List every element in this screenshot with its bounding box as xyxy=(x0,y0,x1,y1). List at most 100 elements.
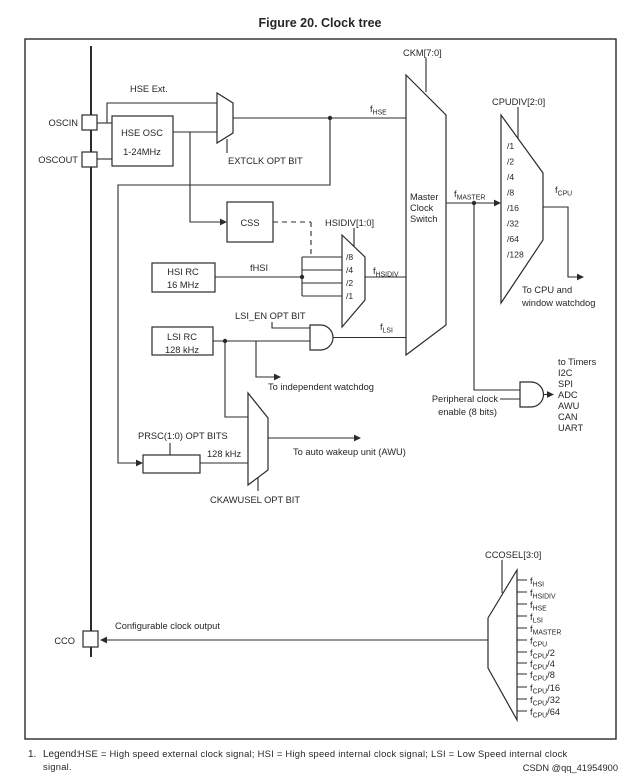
oscout-pin xyxy=(81,151,98,168)
hsi-rc-block: HSI RC 16 MHz fHSI xyxy=(151,262,268,293)
cco-input: fMASTER xyxy=(530,624,561,637)
f-hse-pre: f xyxy=(370,104,373,114)
f-lsi-label: fLSI xyxy=(380,322,393,335)
f-master-junction-dot xyxy=(471,200,477,206)
cco-input-sub: HSE xyxy=(533,606,548,613)
css-block: CSS xyxy=(226,201,274,243)
periph-output: I2C xyxy=(558,368,573,378)
cco-input-post: /32 xyxy=(547,695,560,705)
to-cpu-label-line1: To CPU and xyxy=(522,285,572,295)
f-hse-label: fHSE xyxy=(370,104,387,117)
oscin-pin xyxy=(81,114,98,131)
lsi-block: LSI RC 128 kHz LSI_EN OPT BIT fLSI To in… xyxy=(151,311,393,392)
css-box xyxy=(226,201,274,243)
extclk-mux-shape xyxy=(216,91,234,145)
oscin-label: OSCIN xyxy=(49,118,78,128)
figure-frame xyxy=(24,38,617,740)
hsidiv-select-label: HSIDIV[1:0] xyxy=(325,218,374,228)
pins: OSCIN OSCOUT CCO xyxy=(38,114,99,648)
cco-input-pre: f xyxy=(530,670,533,680)
lsi-en-and-gate xyxy=(309,324,334,351)
periph-output: SPI xyxy=(558,379,573,389)
oscout-label: OSCOUT xyxy=(38,155,78,165)
cco-input: fCPU xyxy=(530,636,547,649)
cco-input-sub: HSIDIV xyxy=(533,594,556,601)
hse-to-prsc-wire xyxy=(117,118,331,464)
f-master-sub: MASTER xyxy=(457,195,486,202)
cco-input: fHSI xyxy=(530,576,544,589)
hse-ext-label: HSE Ext. xyxy=(130,84,168,94)
periph-output: ADC xyxy=(558,390,578,400)
cco-input-pre: f xyxy=(530,683,533,693)
f-cpu-pre: f xyxy=(555,185,558,195)
cpudiv-divider: /2 xyxy=(507,157,514,167)
select-lines xyxy=(169,58,519,593)
css-arrowhead xyxy=(220,218,227,226)
cco-input-sub: CPU xyxy=(533,676,548,683)
ckm-label: CKM[7:0] xyxy=(403,48,442,58)
hsi-rc-freq: 16 MHz xyxy=(167,280,199,290)
hse-osc-box xyxy=(111,115,174,167)
cco-input-pre: f xyxy=(530,648,533,658)
cco-input-post: /2 xyxy=(547,648,555,658)
cpudiv-mux-shape xyxy=(500,113,544,305)
periph-output: UART xyxy=(558,423,583,433)
cco-input-sub: CPU xyxy=(533,689,548,696)
cpudiv-divider: /16 xyxy=(507,203,519,213)
f-hse-sub: HSE xyxy=(373,110,388,117)
master-to-periph-wire xyxy=(473,203,520,391)
cco-input-post: /16 xyxy=(547,683,560,693)
hsi-rc-box xyxy=(151,262,216,293)
extclk-mux: EXTCLK OPT BIT xyxy=(216,91,303,166)
f-master-pre: f xyxy=(454,189,457,199)
cco-input-sub: HSI xyxy=(533,582,545,589)
cco-input-sub: LSI xyxy=(533,618,543,625)
figure-title: Figure 20. Clock tree xyxy=(259,16,382,30)
lsi-en-stub xyxy=(271,322,310,329)
to-cpu-label-line2: window watchdog xyxy=(521,298,595,308)
f-lsi-pre: f xyxy=(380,322,383,332)
cco-desc-label: Configurable clock output xyxy=(115,621,220,631)
fhsi-label: fHSI xyxy=(250,263,268,273)
cco-input-post: /64 xyxy=(547,707,560,717)
master-clock-switch: CKM[7:0] Master Clock Switch fHSE fMASTE… xyxy=(370,48,486,357)
to-iwdg-label: To independent watchdog xyxy=(268,382,374,392)
hsidiv-mux: /8 /4 /2 /1 HSIDIV[1:0] fHSIDIV xyxy=(325,218,399,329)
hsidiv-divider: /1 xyxy=(346,291,353,301)
hsidiv-divider: /4 xyxy=(346,265,353,275)
cco-pin xyxy=(82,630,99,648)
cco-input-sub: CPU xyxy=(533,642,548,649)
cco-input-sub: MASTER xyxy=(533,630,562,637)
prsc-out-label: 128 kHz xyxy=(207,449,241,459)
cco-input: fCPU/64 xyxy=(530,707,560,720)
peripheral-clock-gate: Peripheral clock enable (8 bits) to Time… xyxy=(432,357,597,433)
legend-text-line1: HSE = High speed external clock signal; … xyxy=(78,748,568,759)
css-name: CSS xyxy=(240,218,259,228)
awu-chain: PRSC(1:0) OPT BITS 128 kHz CKAWUSEL OPT … xyxy=(138,391,406,505)
f-cpu-label: fCPU xyxy=(555,185,572,198)
css-dashed-wire xyxy=(273,221,312,257)
cco-input: fCPU/16 xyxy=(530,683,560,696)
periph-out-arrowhead xyxy=(547,391,554,398)
lsi-rc-box xyxy=(151,326,214,356)
hse-osc-range: 1-24MHz xyxy=(123,147,161,157)
lsi-to-awu-wire xyxy=(224,341,248,418)
wires xyxy=(90,46,584,712)
cco-input-pre: f xyxy=(530,636,533,646)
cco-input-pre: f xyxy=(530,695,533,705)
prsc-arrowhead xyxy=(136,459,143,467)
f-hse-junction-dot xyxy=(327,115,333,121)
lsi-rc-freq: 128 kHz xyxy=(165,345,199,355)
legend-number: 1. xyxy=(28,749,36,760)
lsi-en-label: LSI_EN OPT BIT xyxy=(235,311,306,321)
cco-input-pre: f xyxy=(530,600,533,610)
cco-input-pre: f xyxy=(530,624,533,634)
cco-input-pre: f xyxy=(530,707,533,717)
master-switch-line2: Clock xyxy=(410,203,434,213)
cco-input-sub: CPU xyxy=(533,654,548,661)
cco-arrowhead xyxy=(100,636,107,644)
cco-input-pre: f xyxy=(530,588,533,598)
ccosel-label: CCOSEL[3:0] xyxy=(485,550,541,560)
hsi-rc-name: HSI RC xyxy=(167,267,199,277)
